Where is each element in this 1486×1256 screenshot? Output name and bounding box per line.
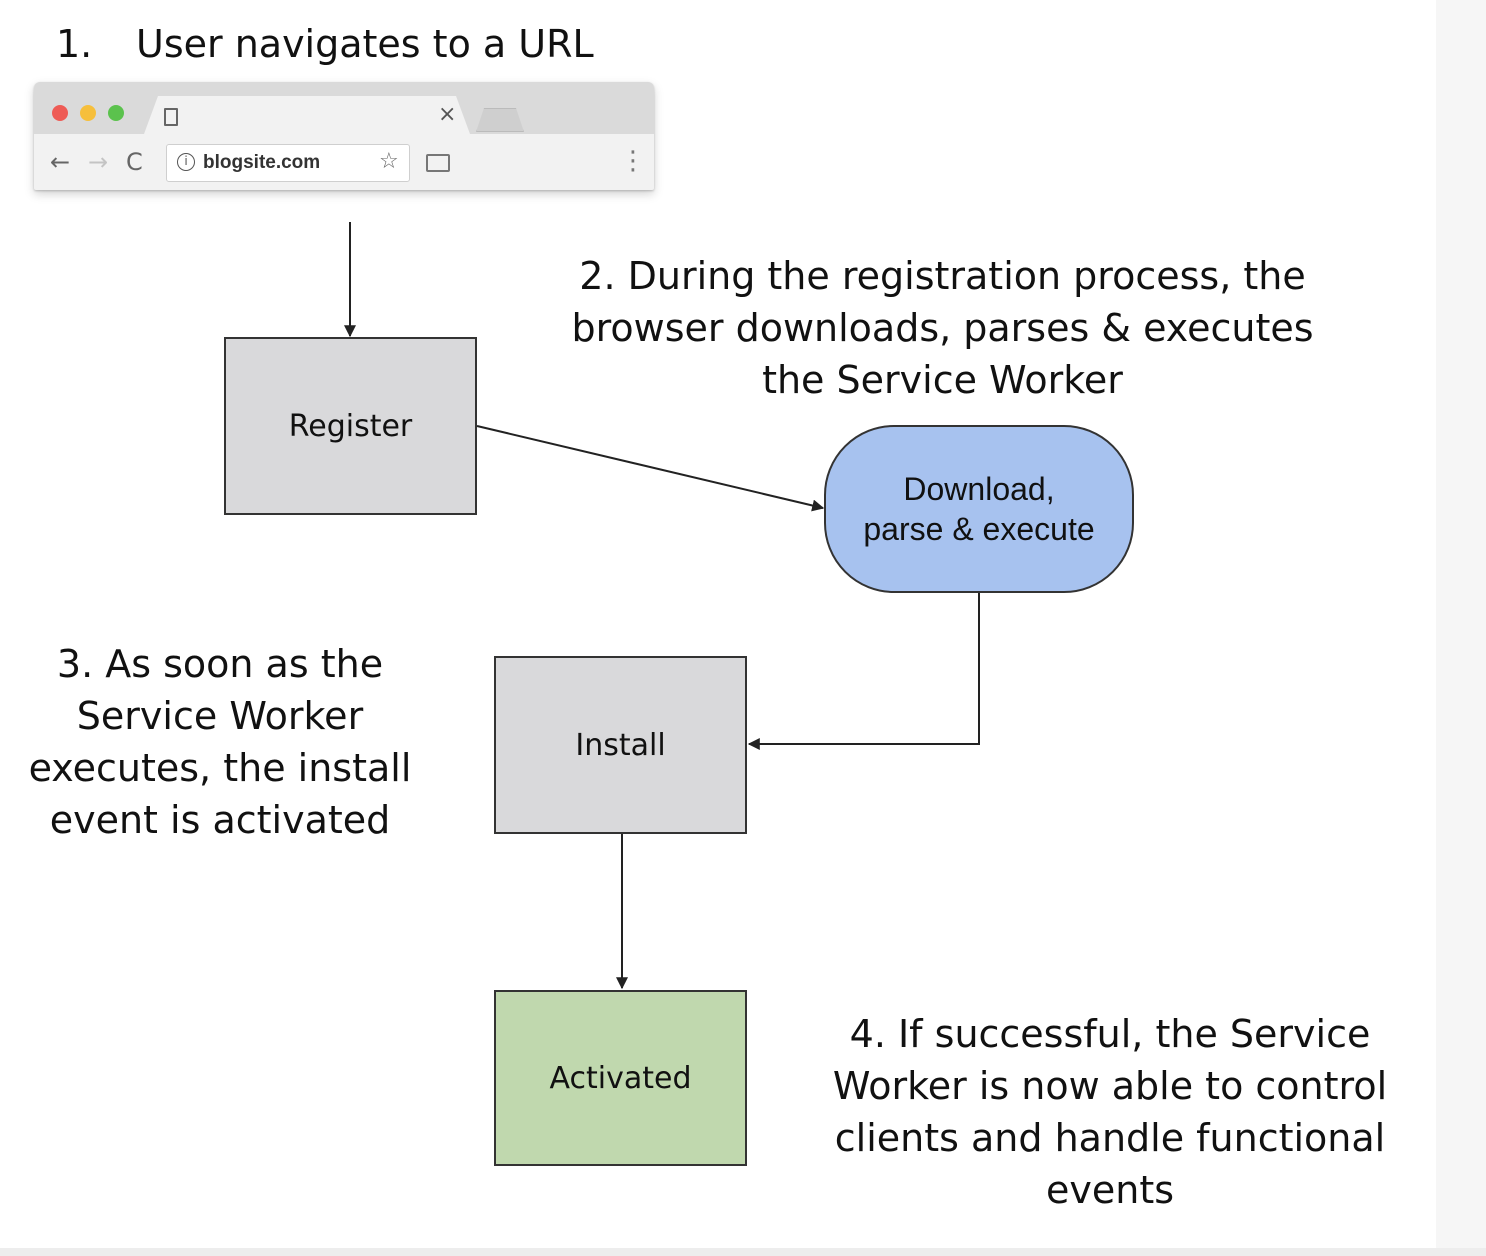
back-arrow-icon: ← bbox=[50, 148, 71, 176]
info-icon: i bbox=[177, 153, 195, 171]
window-minimize-dot-icon bbox=[80, 105, 96, 121]
right-margin-strip bbox=[1436, 0, 1486, 1256]
step-2-caption: 2. During the registration process, the … bbox=[571, 254, 1314, 402]
browser-tab bbox=[144, 96, 470, 134]
tab-close-icon: × bbox=[438, 102, 457, 127]
address-bar-url: blogsite.com bbox=[203, 152, 321, 173]
step-1-text: User navigates to a URL bbox=[136, 22, 594, 66]
bookmark-star-icon: ☆ bbox=[379, 149, 399, 174]
step-3-caption: 3. As soon as the Service Worker execute… bbox=[28, 642, 412, 842]
activated-node: Activated bbox=[494, 990, 747, 1166]
cast-icon bbox=[426, 154, 450, 172]
step-1-number: 1. bbox=[56, 22, 93, 66]
step-4-caption: 4. If successful, the Service Worker is … bbox=[832, 1012, 1388, 1212]
new-tab-icon bbox=[476, 108, 524, 132]
arrow-download-to-install bbox=[747, 593, 980, 750]
browser-window-mockup: × ← → C i blogsite.com ☆ ⋮ bbox=[34, 82, 654, 190]
menu-kebab-icon: ⋮ bbox=[620, 146, 646, 176]
window-maximize-dot-icon bbox=[108, 105, 124, 121]
install-node: Install bbox=[494, 656, 747, 834]
bottom-margin-strip bbox=[0, 1248, 1486, 1256]
register-node: Register bbox=[224, 337, 477, 515]
document-icon bbox=[164, 108, 178, 126]
forward-arrow-icon: → bbox=[88, 148, 109, 176]
step-1-caption: 1. User navigates to a URL bbox=[56, 18, 676, 70]
reload-icon: C bbox=[126, 148, 143, 176]
arrow-register-to-download bbox=[476, 425, 825, 512]
address-bar: i blogsite.com ☆ bbox=[166, 144, 410, 182]
window-close-dot-icon bbox=[52, 105, 68, 121]
download-parse-execute-node: Download, parse & execute bbox=[824, 425, 1134, 593]
